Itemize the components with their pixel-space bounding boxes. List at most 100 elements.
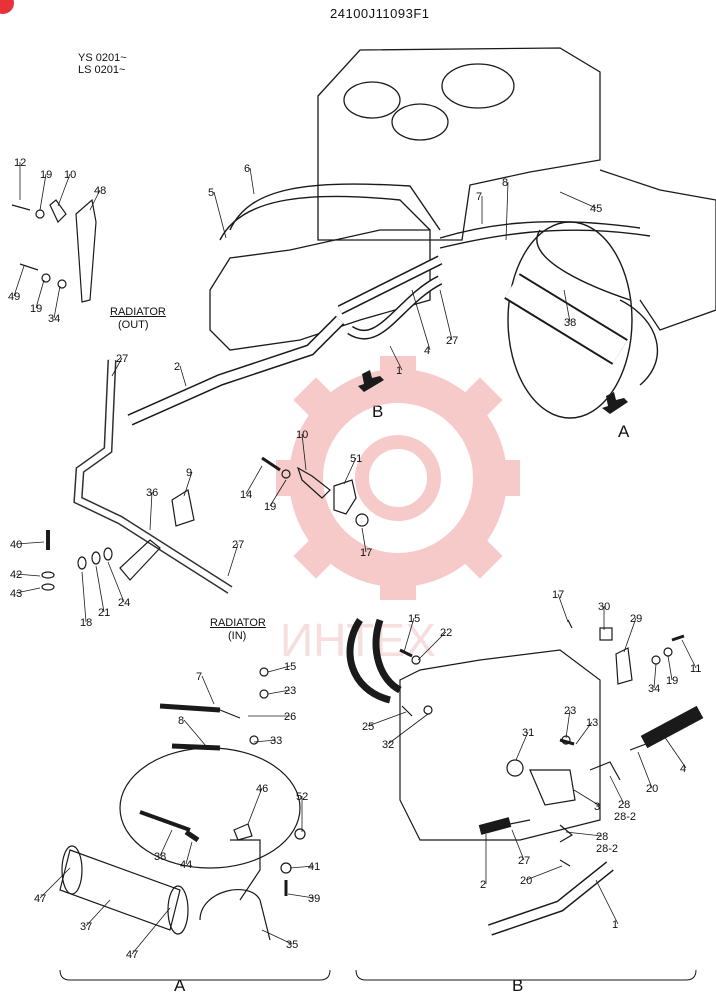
tube-37-end-2 [167, 885, 189, 935]
callout-37: 37 [80, 921, 92, 933]
leader-6 [249, 167, 255, 195]
engine-housing-b [399, 649, 601, 841]
tube-37-detail [59, 849, 181, 931]
callout-20: 20 [646, 783, 658, 795]
washer-41 [280, 862, 292, 874]
tube-38-detail [139, 810, 191, 832]
callout-19: 19 [40, 169, 52, 181]
callout-4: 4 [680, 763, 686, 775]
callout-48: 48 [94, 185, 106, 197]
leader-40 [15, 541, 45, 545]
hose-1-detail-inner [488, 862, 613, 935]
hose-4-detail [640, 705, 704, 749]
callout-2: 2 [174, 361, 180, 373]
leader-31 [515, 731, 529, 761]
tee-3 [529, 769, 576, 806]
callout-19: 19 [30, 303, 42, 315]
leader-25 [367, 711, 407, 727]
leader-34 [653, 663, 657, 689]
leader-24 [107, 561, 125, 603]
serial-range-ls: LS 0201~ [78, 64, 126, 76]
callout-20: 20 [520, 875, 532, 887]
leader-34 [53, 285, 61, 319]
leader-2 [179, 365, 187, 387]
washer-24 [103, 547, 113, 561]
oring-31 [506, 759, 524, 777]
elbow-35-detail [199, 889, 271, 941]
arrow-b-marker [358, 370, 384, 392]
leader-20 [525, 865, 563, 881]
clamp-28a [589, 761, 621, 781]
callout-30: 30 [598, 601, 610, 613]
bolt-11 [671, 634, 685, 642]
leader-39 [287, 893, 315, 899]
washer-19d [663, 647, 673, 657]
callout-17: 17 [360, 547, 372, 559]
leader-38 [159, 829, 173, 857]
leader-4 [411, 289, 431, 351]
bolt-12 [11, 204, 31, 211]
clamp-10a [49, 199, 67, 224]
bolt-14 [261, 456, 281, 472]
engine-rear-block [599, 169, 716, 331]
callout-32: 32 [382, 739, 394, 751]
leader-47 [131, 907, 171, 955]
leader-46 [247, 787, 263, 825]
callout-34: 34 [48, 313, 60, 325]
washer-42 [41, 571, 55, 579]
leader-49 [13, 265, 25, 297]
section-brackets [59, 969, 697, 981]
callout-27: 27 [446, 335, 458, 347]
callout-23: 23 [564, 705, 576, 717]
hose-routing [73, 183, 659, 594]
callout-25: 25 [362, 721, 374, 733]
callout-47: 47 [34, 893, 46, 905]
oring-32 [423, 705, 433, 715]
leader-11 [681, 639, 697, 669]
leader-37 [85, 899, 111, 927]
fan-shroud [507, 221, 633, 419]
u-bolt-9 [171, 489, 195, 527]
callout-45: 45 [590, 203, 602, 215]
callout-14: 14 [240, 489, 252, 501]
callout-40: 40 [10, 539, 22, 551]
leader-35 [261, 929, 293, 945]
leader-28 [565, 831, 603, 837]
callout-13: 13 [586, 717, 598, 729]
pipe-7-detail [159, 703, 221, 713]
callout-11: 11 [690, 663, 701, 675]
hose-4-inner [338, 256, 442, 314]
leader-14 [245, 465, 263, 495]
callout-21: 21 [98, 607, 110, 619]
section-a-label: A [174, 976, 186, 995]
leader-36 [149, 491, 153, 531]
washer-34a [57, 279, 67, 289]
fitting-44 [184, 829, 200, 843]
leader-22 [417, 631, 447, 661]
washer-19a [35, 209, 45, 219]
leader-27 [111, 357, 123, 377]
callout-31: 31 [522, 727, 534, 739]
leader-32 [387, 713, 429, 745]
left-clamp-details [11, 198, 369, 591]
leader-15 [267, 665, 291, 673]
leader-9 [183, 471, 193, 497]
callout-49: 49 [8, 291, 20, 303]
watermark-gear-ring [289, 369, 507, 587]
callout-7: 7 [476, 191, 482, 203]
leader-17 [361, 527, 367, 553]
hose-2-inner [128, 316, 344, 425]
washer-21 [91, 551, 101, 565]
leader-44 [185, 841, 193, 865]
pipe-5 [219, 195, 431, 241]
pipe-curve-b-inner [372, 618, 402, 694]
fan-disk-detail [119, 747, 301, 869]
clamp-28b [559, 824, 574, 843]
callout-47: 47 [126, 949, 138, 961]
callout-7: 7 [196, 671, 202, 683]
hose-2-detail [478, 817, 512, 835]
callout-51: 51 [350, 453, 362, 465]
